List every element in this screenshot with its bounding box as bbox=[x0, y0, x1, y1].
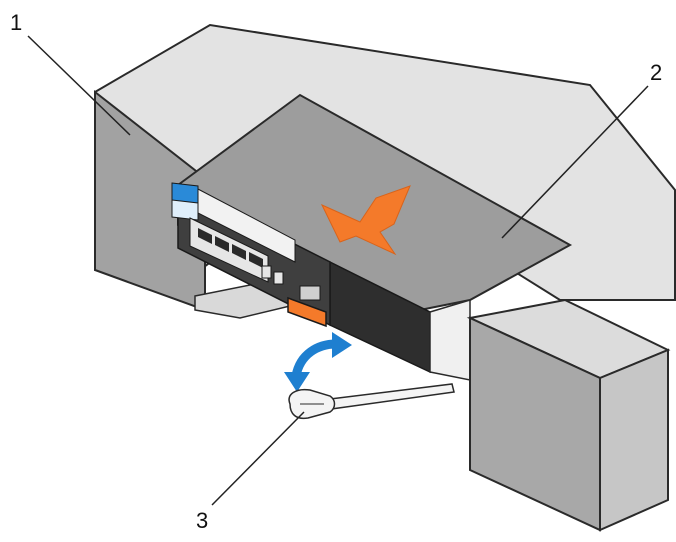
callout-1: 1 bbox=[10, 10, 22, 35]
module-front-connector bbox=[300, 286, 320, 300]
screwdriver bbox=[289, 384, 454, 418]
leader-line-3 bbox=[212, 412, 304, 505]
usb-port bbox=[262, 266, 271, 278]
blue-tab-lower bbox=[172, 200, 198, 220]
callout-2: 2 bbox=[650, 60, 662, 85]
right-chassis-block bbox=[470, 300, 668, 530]
rotate-arrow-head-top bbox=[332, 332, 352, 358]
rotate-arrow-arc bbox=[296, 344, 336, 376]
callout-3: 3 bbox=[196, 508, 208, 533]
rotate-direction-arrow bbox=[284, 332, 352, 392]
usb-port bbox=[274, 272, 283, 284]
module-right-edge bbox=[430, 300, 470, 380]
right-chassis-side bbox=[600, 350, 668, 530]
screwdriver-shaft bbox=[322, 384, 454, 410]
